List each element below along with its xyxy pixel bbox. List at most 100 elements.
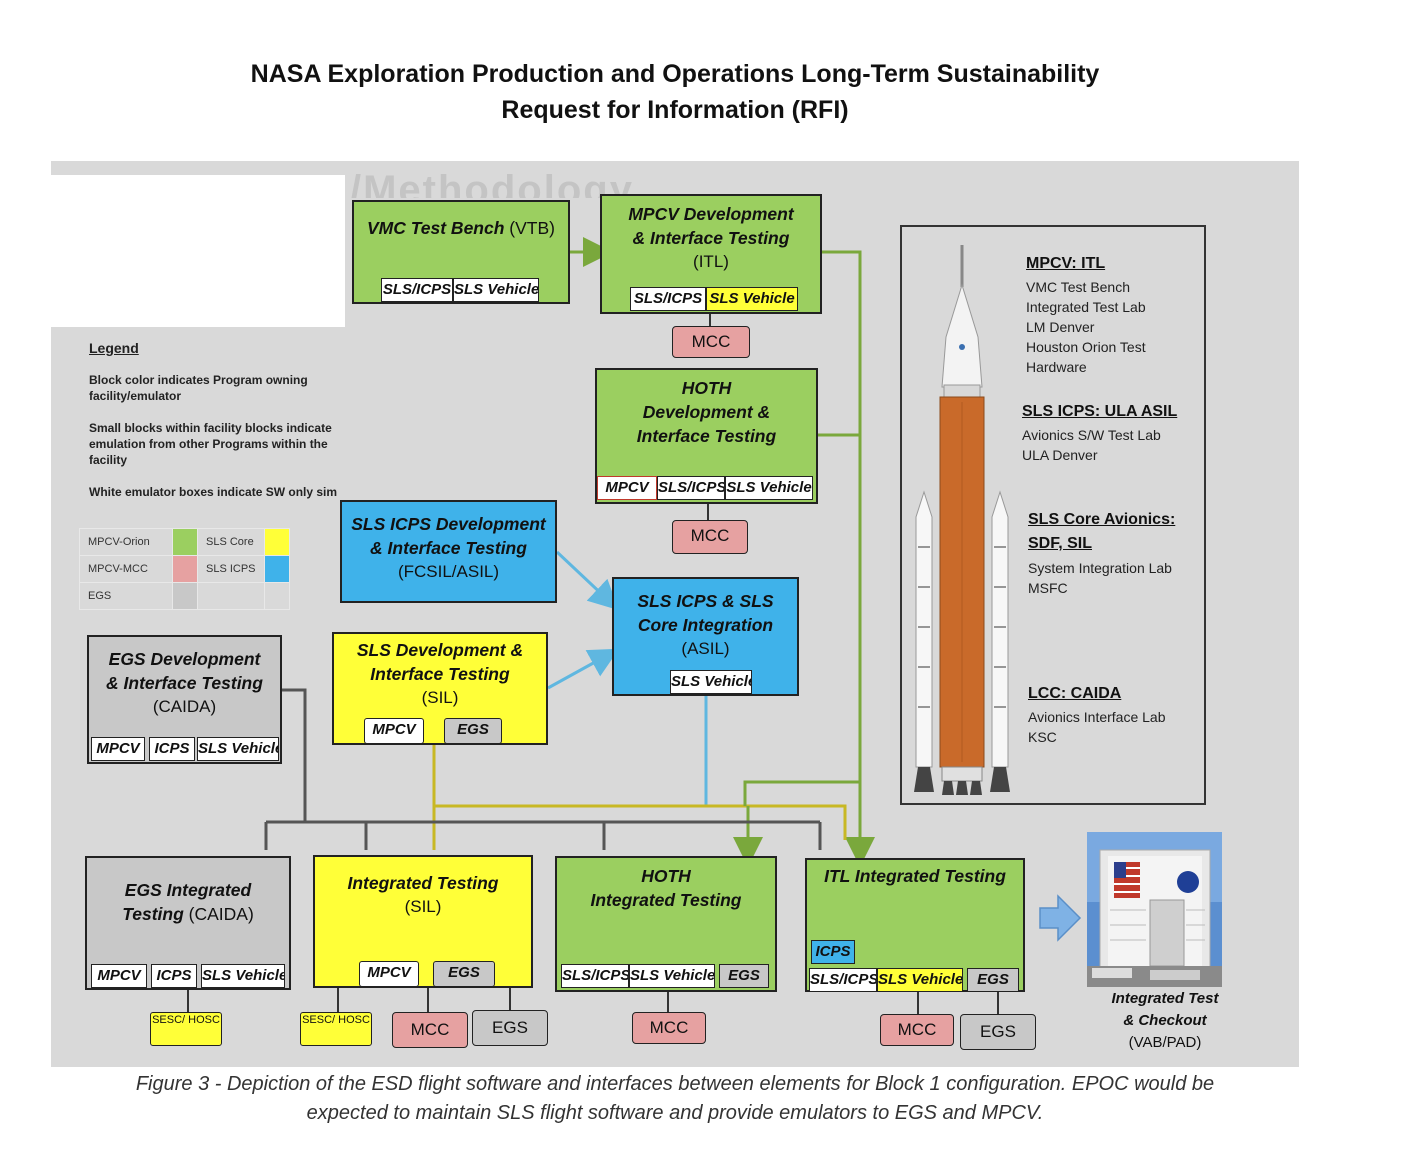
block-sls-icps-dev: SLS ICPS Development & Interface Testing… xyxy=(340,500,557,603)
arrow-sil-to-asil xyxy=(547,648,620,690)
line-sil-down xyxy=(432,745,847,840)
line-itl-down xyxy=(822,250,862,850)
chip-sls-icps: SLS/ICPS xyxy=(630,287,706,311)
hoth-int-title-2: Integrated Testing xyxy=(590,890,742,910)
chip-egs: EGS xyxy=(444,718,502,744)
vab-label-line2: & Checkout xyxy=(1123,1012,1207,1029)
chip-sls-vehicle: SLS Vehicle xyxy=(670,670,752,694)
legend-swatch-green xyxy=(172,528,198,556)
legend-label: SLS Core xyxy=(197,528,265,556)
asil-sub: (ASIL) xyxy=(681,639,730,658)
sls-rocket-illustration xyxy=(914,245,1010,795)
facility-info-panel: MPCV: ITL VMC Test Bench Integrated Test… xyxy=(900,225,1206,805)
legend-label: EGS xyxy=(79,582,173,610)
block-sls-core-integration: SLS ICPS & SLS Core Integration (ASIL) S… xyxy=(612,577,799,696)
blank-white-box xyxy=(51,175,345,327)
block-vmc-test-bench: VMC Test Bench (VTB) SLS/ICPS SLS Vehicl… xyxy=(352,200,570,304)
egs-int-title-2: Testing xyxy=(122,904,184,924)
legend-heading: Legend xyxy=(89,340,139,356)
block-sil-integrated: Integrated Testing (SIL) MPCV EGS xyxy=(313,855,533,988)
facility-core-heading-2: SDF, SIL xyxy=(1028,535,1093,552)
chip-egs: EGS xyxy=(719,964,769,988)
facility-icps-line: ULA Denver xyxy=(1022,447,1098,463)
egs-int-title-1: EGS Integrated xyxy=(124,880,252,900)
page-title-line2: Request for Information (RFI) xyxy=(501,96,849,124)
caida-sub: (CAIDA) xyxy=(152,697,217,716)
chip-mpcv: MPCV xyxy=(91,737,145,761)
caption-line2: expected to maintain SLS flight software… xyxy=(306,1102,1044,1124)
facility-mpcv-heading: MPCV: ITL xyxy=(1026,255,1106,272)
arrow-to-vab xyxy=(1039,894,1082,942)
legend-note-2: Small blocks within facility blocks indi… xyxy=(89,421,332,467)
sil-title-1: SLS Development & xyxy=(356,640,524,660)
itl-sub: (ITL) xyxy=(693,252,729,271)
itl-title-2: & Interface Testing xyxy=(632,228,790,248)
figure-caption: Figure 3 - Depiction of the ESD flight s… xyxy=(0,1070,1350,1128)
facility-icps-heading: SLS ICPS: ULA ASIL xyxy=(1022,403,1178,420)
sil-title-2: Interface Testing xyxy=(370,664,510,684)
egs-box-sil: EGS xyxy=(472,1010,548,1046)
chip-sls-vehicle: SLS Vehicle xyxy=(453,278,539,302)
facility-core-line: System Integration Lab xyxy=(1028,560,1172,576)
vab-label: Integrated Test & Checkout (VAB/PAD) xyxy=(1090,988,1240,1054)
facility-mpcv-line: Houston Orion Test xyxy=(1026,339,1146,355)
egs-int-sub: (CAIDA) xyxy=(188,904,254,924)
chip-sls-vehicle: SLS Vehicle xyxy=(877,968,963,992)
caida-title-1: EGS Development xyxy=(108,649,261,669)
legend-note-3: White emulator boxes indicate SW only si… xyxy=(89,485,338,499)
chip-egs: EGS xyxy=(433,961,495,987)
chip-icps: ICPS xyxy=(149,737,195,761)
line-caida-down xyxy=(282,688,307,822)
hoth-title-1: HOTH xyxy=(681,378,732,398)
egs-box-itl-int: EGS xyxy=(960,1014,1036,1050)
block-mpcv-itl: MPCV Development & Interface Testing (IT… xyxy=(600,194,822,314)
sil-int-title-1: Integrated Testing xyxy=(347,873,499,893)
block-sls-dev: SLS Development & Interface Testing (SIL… xyxy=(332,632,548,745)
facility-mpcv-line: VMC Test Bench xyxy=(1026,279,1131,295)
chip-sls-vehicle: SLS Vehicle xyxy=(629,964,715,988)
chip-sls-icps: SLS/ICPS xyxy=(809,968,877,992)
facility-lcc-line: KSC xyxy=(1028,729,1057,745)
mcc-box-itl-int: MCC xyxy=(880,1014,954,1046)
mcc-box-sil: MCC xyxy=(392,1012,468,1048)
vab-label-line3: (VAB/PAD) xyxy=(1128,1034,1202,1051)
chip-sls-vehicle: SLS Vehicle xyxy=(197,737,279,761)
facility-mpcv-line: LM Denver xyxy=(1026,319,1095,335)
facility-lcc-heading: LCC: CAIDA xyxy=(1028,685,1122,702)
chip-mpcv: MPCV xyxy=(91,964,147,988)
sesc-hosc-box-1: SESC/ HOSC xyxy=(150,1012,222,1046)
mcc-box-hoth: MCC xyxy=(672,520,748,554)
legend-swatch-pink xyxy=(172,555,198,583)
chip-sls-vehicle: SLS Vehicle xyxy=(725,476,813,500)
mcc-box-hoth-int: MCC xyxy=(632,1012,706,1044)
facility-icps-line: Avionics S/W Test Lab xyxy=(1022,427,1161,443)
legend-label: SLS ICPS xyxy=(197,555,265,583)
chip-egs: EGS xyxy=(967,968,1019,992)
page-title-line1: NASA Exploration Production and Operatio… xyxy=(250,60,1100,88)
caption-line1: Figure 3 - Depiction of the ESD flight s… xyxy=(135,1073,1215,1095)
fcsil-title-1: SLS ICPS Development xyxy=(351,514,546,534)
vtb-title-row: VMC Test Bench (VTB) xyxy=(354,216,568,240)
legend: Legend Block color indicates Program own… xyxy=(89,340,349,516)
legend-swatch-gray xyxy=(172,582,198,610)
chip-mpcv: MPCV xyxy=(364,718,424,744)
facility-mpcv-line: Hardware xyxy=(1026,359,1087,375)
chip-sls-icps: SLS/ICPS xyxy=(381,278,453,302)
block-itl-integrated: ITL Integrated Testing ICPS SLS/ICPS SLS… xyxy=(805,858,1025,992)
arrow-fcsil-to-asil xyxy=(555,550,619,611)
facility-core-line: MSFC xyxy=(1028,580,1068,596)
chip-icps: ICPS xyxy=(151,964,197,988)
sil-int-sub: (SIL) xyxy=(404,897,442,916)
legend-note-1: Block color indicates Program owning fac… xyxy=(89,373,308,403)
legend-empty-cell xyxy=(264,582,290,610)
vtb-suffix: (VTB) xyxy=(509,218,555,238)
fcsil-title-2: & Interface Testing xyxy=(370,538,527,558)
vtb-title: VMC Test Bench xyxy=(366,218,505,238)
hoth-int-title-1: HOTH xyxy=(641,866,691,886)
legend-label: MPCV-Orion xyxy=(79,528,173,556)
hoth-title-2: Development & xyxy=(642,402,771,422)
mcc-box-itl: MCC xyxy=(672,326,750,358)
legend-label: MPCV-MCC xyxy=(79,555,173,583)
facility-lcc-line: Avionics Interface Lab xyxy=(1028,709,1166,725)
